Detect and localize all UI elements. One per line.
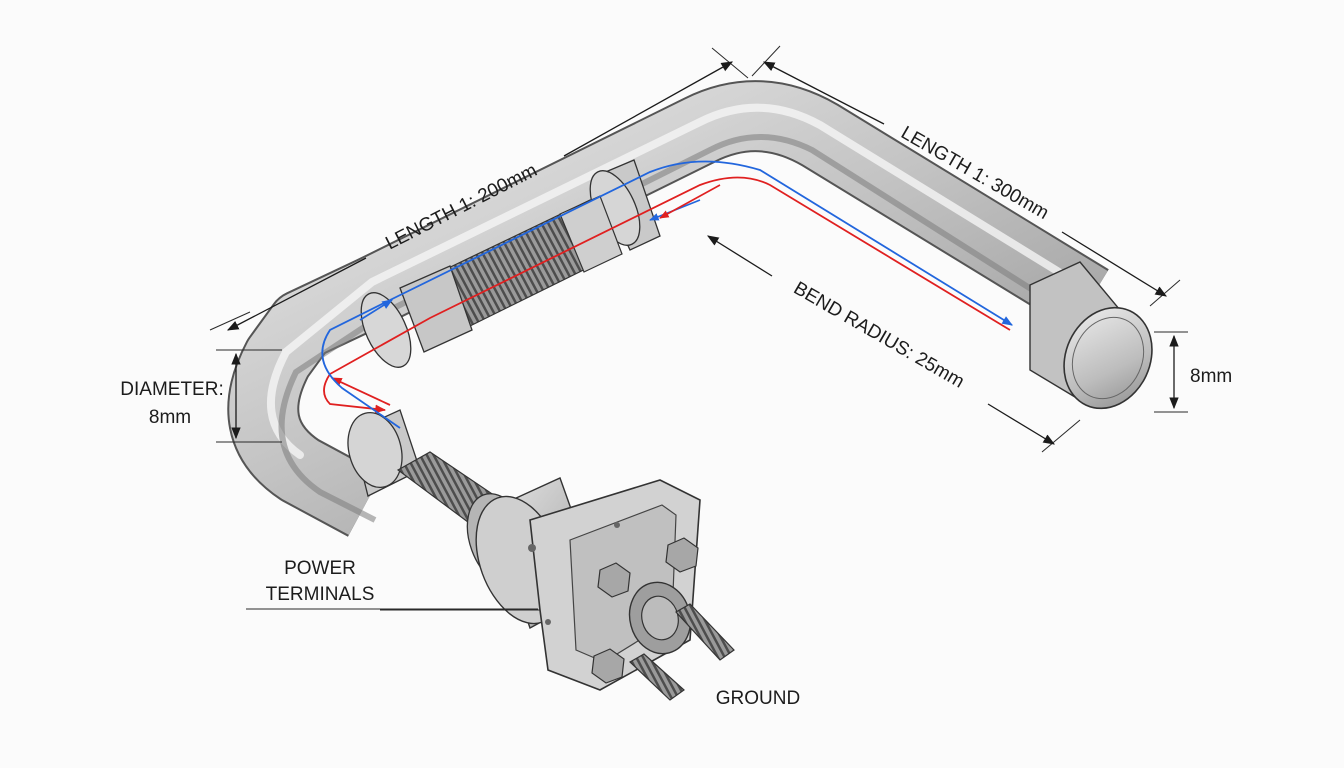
leader-power-terminals <box>246 608 540 611</box>
current-flow-lines <box>321 160 1013 429</box>
label-power-line1: POWER <box>284 558 356 579</box>
label-end-diameter: 8mm <box>1190 366 1232 387</box>
ground-terminal-stud <box>629 653 685 701</box>
current-flow-blue-short <box>359 299 393 321</box>
current-flow-red-line <box>323 176 1011 414</box>
current-flow-red-mid <box>659 184 721 219</box>
hex-nut-bottom <box>591 648 625 684</box>
current-flow-red-return <box>331 377 391 406</box>
dimension-diameter-end <box>1154 331 1188 413</box>
dimension-length-left <box>209 47 749 331</box>
terminal-head-assembly <box>466 477 735 701</box>
power-terminal-stud <box>675 603 735 661</box>
tube-end-cap <box>1029 261 1153 410</box>
label-diameter-line1: DIAMETER: <box>120 379 223 400</box>
hex-nut-top <box>665 537 699 573</box>
label-diameter-line2: 8mm <box>149 407 191 428</box>
dimension-bend-radius <box>707 235 1081 453</box>
label-bend-radius: BEND RADIUS: 25mm <box>790 278 968 393</box>
hex-nut-left <box>597 562 631 598</box>
sleeve-collar-upper-middle <box>559 195 623 273</box>
sleeve-collar-lower <box>347 409 421 497</box>
dimension-diameter-left <box>216 349 282 443</box>
label-power-line2: TERMINALS <box>266 584 375 605</box>
current-flow-blue-line <box>321 160 1013 429</box>
tube-body <box>227 80 1109 537</box>
dimension-length-right <box>751 45 1181 307</box>
label-ground: GROUND <box>716 688 800 709</box>
